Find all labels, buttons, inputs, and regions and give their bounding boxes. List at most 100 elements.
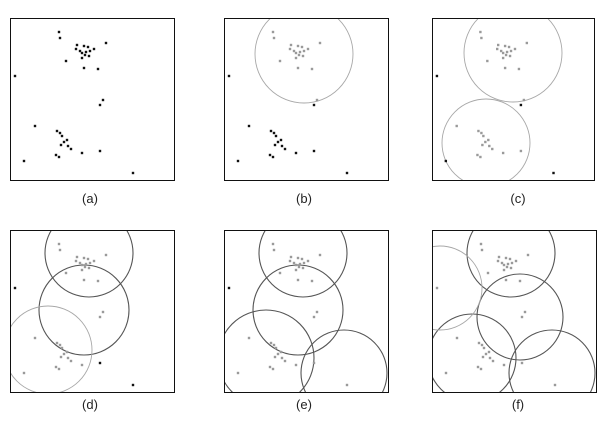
- cluster-circle-dark: [224, 309, 315, 393]
- data-point: [57, 30, 61, 34]
- data-point: [98, 149, 102, 153]
- data-point-covered: [298, 50, 302, 54]
- data-point-covered: [318, 253, 322, 257]
- data-point-covered: [271, 242, 275, 246]
- data-point: [96, 67, 100, 71]
- data-point: [444, 159, 448, 163]
- data-point: [80, 56, 84, 60]
- data-point-covered: [288, 259, 292, 263]
- panel-caption-b: (b): [296, 191, 312, 206]
- data-point-covered: [273, 355, 277, 359]
- data-point: [312, 103, 316, 107]
- cluster-circle-dark: [258, 230, 348, 298]
- data-point-covered: [283, 359, 287, 363]
- panel-f: [432, 230, 597, 393]
- panel-e-content: [224, 230, 388, 393]
- data-point-covered: [296, 278, 300, 282]
- data-point: [58, 131, 62, 135]
- data-point-covered: [513, 47, 517, 51]
- data-point: [60, 134, 64, 138]
- data-point-covered: [302, 49, 306, 53]
- data-point: [227, 286, 231, 290]
- panel-caption-a: (a): [82, 191, 98, 206]
- data-point-covered: [480, 131, 483, 135]
- data-point-covered: [101, 310, 105, 314]
- data-point-covered: [22, 371, 26, 375]
- data-point-covered: [271, 367, 275, 371]
- data-point-covered: [300, 45, 304, 49]
- data-point-covered: [501, 151, 505, 155]
- data-point: [69, 147, 73, 151]
- data-point: [13, 74, 17, 78]
- data-point-covered: [78, 261, 82, 265]
- cluster-circle-dark: [476, 273, 564, 361]
- data-point: [57, 155, 61, 159]
- data-point-covered: [502, 363, 506, 367]
- data-point-covered: [272, 36, 276, 40]
- data-point-covered: [312, 361, 316, 365]
- data-point-covered: [477, 341, 481, 345]
- data-point: [66, 144, 70, 148]
- data-point-covered: [318, 41, 322, 45]
- data-point-covered: [75, 255, 79, 259]
- panel-d-content: [10, 230, 135, 393]
- data-point-covered: [57, 242, 61, 246]
- data-point: [55, 129, 59, 133]
- data-point-covered: [477, 129, 480, 133]
- data-point-covered: [315, 310, 319, 314]
- data-point: [247, 124, 251, 128]
- data-point-covered: [57, 367, 61, 371]
- data-point-covered: [488, 356, 492, 360]
- data-point-covered: [505, 265, 509, 269]
- data-point: [274, 134, 278, 138]
- data-point-covered: [294, 263, 298, 267]
- data-point-covered: [496, 259, 500, 263]
- data-point-covered: [501, 56, 505, 60]
- data-point: [83, 53, 87, 57]
- data-point-covered: [271, 30, 275, 34]
- data-point-covered: [310, 279, 314, 283]
- data-point-covered: [497, 255, 501, 259]
- data-point-covered: [33, 336, 37, 340]
- data-point-covered: [294, 268, 298, 272]
- cluster-circle-dark: [300, 329, 388, 393]
- data-point-covered: [65, 350, 69, 354]
- data-point: [75, 43, 79, 47]
- data-point-covered: [503, 44, 507, 48]
- data-point-covered: [62, 352, 66, 356]
- data-point: [279, 138, 283, 142]
- data-point: [345, 171, 349, 175]
- data-point: [98, 103, 102, 107]
- data-point-covered: [86, 257, 90, 261]
- data-point: [82, 66, 86, 70]
- data-point-covered: [502, 263, 506, 267]
- data-point-covered: [288, 47, 292, 51]
- data-point: [87, 54, 91, 58]
- data-point-covered: [507, 45, 511, 49]
- data-point: [33, 124, 37, 128]
- data-point: [268, 153, 272, 157]
- cluster-circle-dark: [252, 264, 344, 356]
- data-point-covered: [272, 343, 276, 347]
- panel-a-content: [13, 30, 135, 175]
- data-point-covered: [74, 259, 78, 263]
- data-point-covered: [296, 66, 300, 70]
- data-point-covered: [476, 153, 479, 157]
- data-point: [65, 138, 69, 142]
- data-point: [101, 98, 105, 102]
- data-point-covered: [66, 356, 70, 360]
- data-point-covered: [302, 261, 306, 265]
- data-point-covered: [289, 43, 293, 47]
- panel-frame: [432, 18, 595, 181]
- data-point: [22, 159, 26, 163]
- data-point-covered: [484, 140, 487, 144]
- data-point-covered: [306, 259, 310, 263]
- data-point-covered: [269, 341, 273, 345]
- data-point-covered: [55, 341, 59, 345]
- data-point: [131, 383, 135, 387]
- data-point: [54, 153, 58, 157]
- data-point: [104, 41, 108, 45]
- data-point-covered: [294, 51, 298, 55]
- data-point-covered: [486, 271, 490, 275]
- data-point: [13, 286, 17, 290]
